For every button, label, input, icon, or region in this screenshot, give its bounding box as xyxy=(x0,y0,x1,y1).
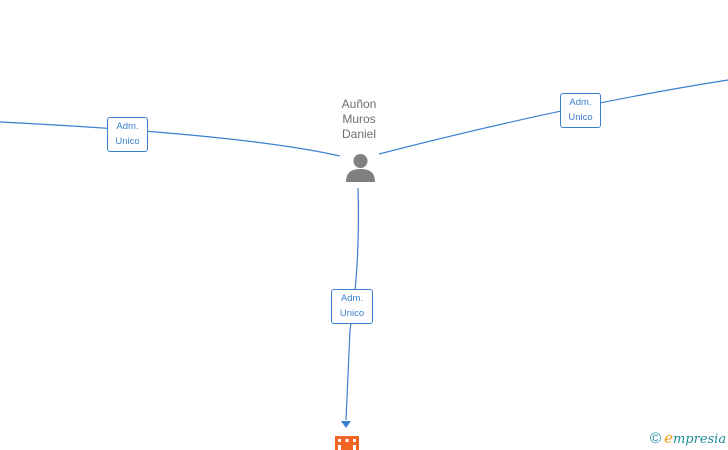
person-icon[interactable] xyxy=(345,152,376,183)
edge-right xyxy=(378,79,728,155)
brand-name-rest: mpresia xyxy=(672,432,727,447)
role-label-bottom-line-1: Adm. xyxy=(340,293,364,304)
person-name[interactable]: Auñon Muros Daniel xyxy=(322,97,396,142)
role-label-bottom-line-2: Unico xyxy=(339,308,365,319)
role-label-left-line-2: Unico xyxy=(115,136,140,147)
role-label-right[interactable]: Adm. Unico xyxy=(560,93,601,128)
brand-first-letter: e xyxy=(664,429,673,447)
role-label-bottom[interactable]: Adm. Unico xyxy=(331,289,373,324)
edge-bottom xyxy=(345,187,360,421)
person-name-line-2: Muros xyxy=(342,112,376,126)
building-icon[interactable] xyxy=(335,436,359,450)
person-name-line-1: Auñon xyxy=(341,97,377,111)
copyright-symbol: © xyxy=(650,430,662,447)
role-label-right-line-2: Unico xyxy=(568,112,593,123)
role-label-left-line-1: Adm. xyxy=(116,121,139,132)
edge-bottom-arrowhead xyxy=(341,421,351,428)
edge-left xyxy=(0,121,341,157)
brand-logo: ©empresia xyxy=(650,429,726,447)
person-name-line-3: Daniel xyxy=(341,127,377,141)
role-label-right-line-1: Adm. xyxy=(569,97,592,108)
role-label-left[interactable]: Adm. Unico xyxy=(107,117,148,152)
